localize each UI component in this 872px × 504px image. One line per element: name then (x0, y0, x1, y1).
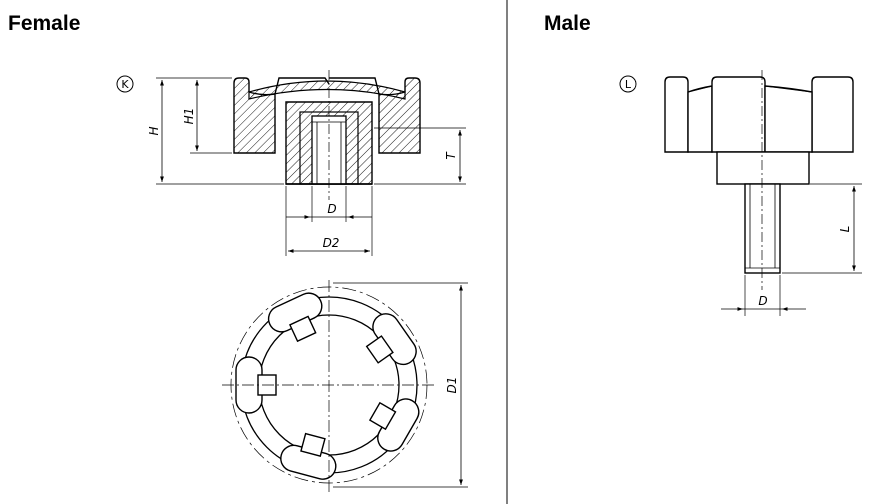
male-variant-mark (619, 75, 637, 93)
dim-label-H1: H1 (182, 108, 196, 125)
male-right-lobe (811, 76, 854, 153)
dim-label-D2: D2 (323, 236, 340, 250)
lobe-notch (289, 315, 317, 343)
female-top-view: D1 (222, 280, 468, 494)
male-heading: Male (544, 12, 591, 35)
male-body (687, 85, 713, 153)
female-variant-mark (116, 75, 134, 93)
back-lobe-outline-2 (329, 77, 380, 95)
female-side-view: K H H1 T (116, 70, 466, 256)
male-back-body (764, 85, 813, 153)
dim-label-H: H (147, 126, 161, 135)
crown-section (248, 80, 406, 100)
back-lobe-outline (274, 77, 330, 95)
dim-label-L: L (838, 226, 852, 233)
male-centre-lobe (711, 76, 766, 153)
female-heading: Female (8, 12, 81, 35)
lobe-notch (300, 432, 326, 458)
lobe-notch (368, 401, 397, 431)
male-hub (716, 151, 810, 185)
threaded-stud (744, 183, 781, 274)
male-left-lobe (664, 76, 689, 153)
dim-label-D: D (327, 202, 336, 216)
dim-label-D-male: D (758, 294, 767, 308)
male-variant-letter: L (625, 78, 632, 91)
dim-label-T: T (444, 151, 458, 160)
grip-lobes (235, 292, 420, 480)
dim-label-D1: D1 (445, 377, 459, 394)
male-side-view: L L D (619, 70, 862, 316)
female-variant-letter: K (121, 78, 129, 91)
lobe-notch (365, 335, 394, 364)
